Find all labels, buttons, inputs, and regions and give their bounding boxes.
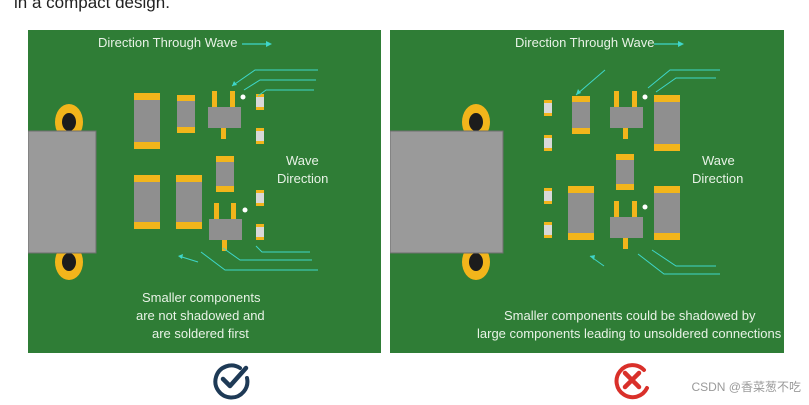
right-caption-line2: large components leading to unsoldered c…: [477, 326, 782, 341]
flow-arrows-lower: [589, 249, 720, 275]
transistor-1: [208, 91, 246, 139]
tiny-resistor-2: [544, 135, 552, 151]
left-wave-label-line2: Direction: [277, 171, 329, 186]
small-capacitor-2: [616, 154, 634, 190]
tiny-resistor-4: [544, 222, 552, 238]
tiny-resistor-3: [256, 190, 264, 206]
large-capacitor-2: [134, 175, 160, 229]
transistor-2: [209, 203, 248, 251]
large-connector: [390, 130, 504, 254]
flow-arrows-upper: [575, 69, 720, 96]
large-connector: [28, 130, 97, 254]
small-capacitor-1: [177, 95, 195, 133]
tiny-resistor-4: [256, 224, 264, 240]
tiny-resistor-3: [544, 188, 552, 204]
left-caption-line1: Smaller components: [142, 290, 261, 305]
right-wave-label-line2: Direction: [692, 171, 744, 186]
left-direction-label: Direction Through Wave: [98, 35, 238, 50]
small-capacitor-1: [572, 96, 590, 134]
right-pcb-panel: Direction Through Wave Wave Direction Sm…: [390, 30, 784, 353]
check-circle-icon: [213, 363, 250, 400]
left-caption-line3: are soldered first: [152, 326, 249, 341]
top-caption: in a compact design.: [14, 0, 170, 12]
left-pcb-illustration: [28, 41, 318, 280]
tiny-resistor-2: [256, 128, 264, 144]
large-capacitor-2: [568, 186, 594, 240]
right-caption-line1: Smaller components could be shadowed by: [504, 308, 756, 323]
right-direction-label: Direction Through Wave: [515, 35, 655, 50]
small-capacitor-2: [216, 156, 234, 192]
left-pcb-panel: Direction Through Wave Wave Direction Sm…: [28, 30, 381, 353]
watermark: CSDN @香菜葱不吃: [691, 380, 801, 394]
large-capacitor-3: [654, 186, 680, 240]
flow-arrows-upper: [231, 69, 318, 97]
tiny-resistor-1: [256, 94, 264, 110]
right-pcb-illustration: [390, 41, 720, 280]
large-capacitor-1: [134, 93, 160, 149]
large-capacitor-3: [176, 175, 202, 229]
tiny-resistor-1: [544, 100, 552, 116]
transistor-1: [610, 91, 648, 139]
left-wave-label-line1: Wave: [286, 153, 319, 168]
large-capacitor-1: [654, 95, 680, 151]
flow-arrows-lower: [200, 245, 318, 271]
left-caption-line2: are not shadowed and: [136, 308, 265, 323]
x-circle-icon: [614, 363, 649, 400]
transistor-2: [610, 201, 648, 249]
right-wave-label-line1: Wave: [702, 153, 735, 168]
